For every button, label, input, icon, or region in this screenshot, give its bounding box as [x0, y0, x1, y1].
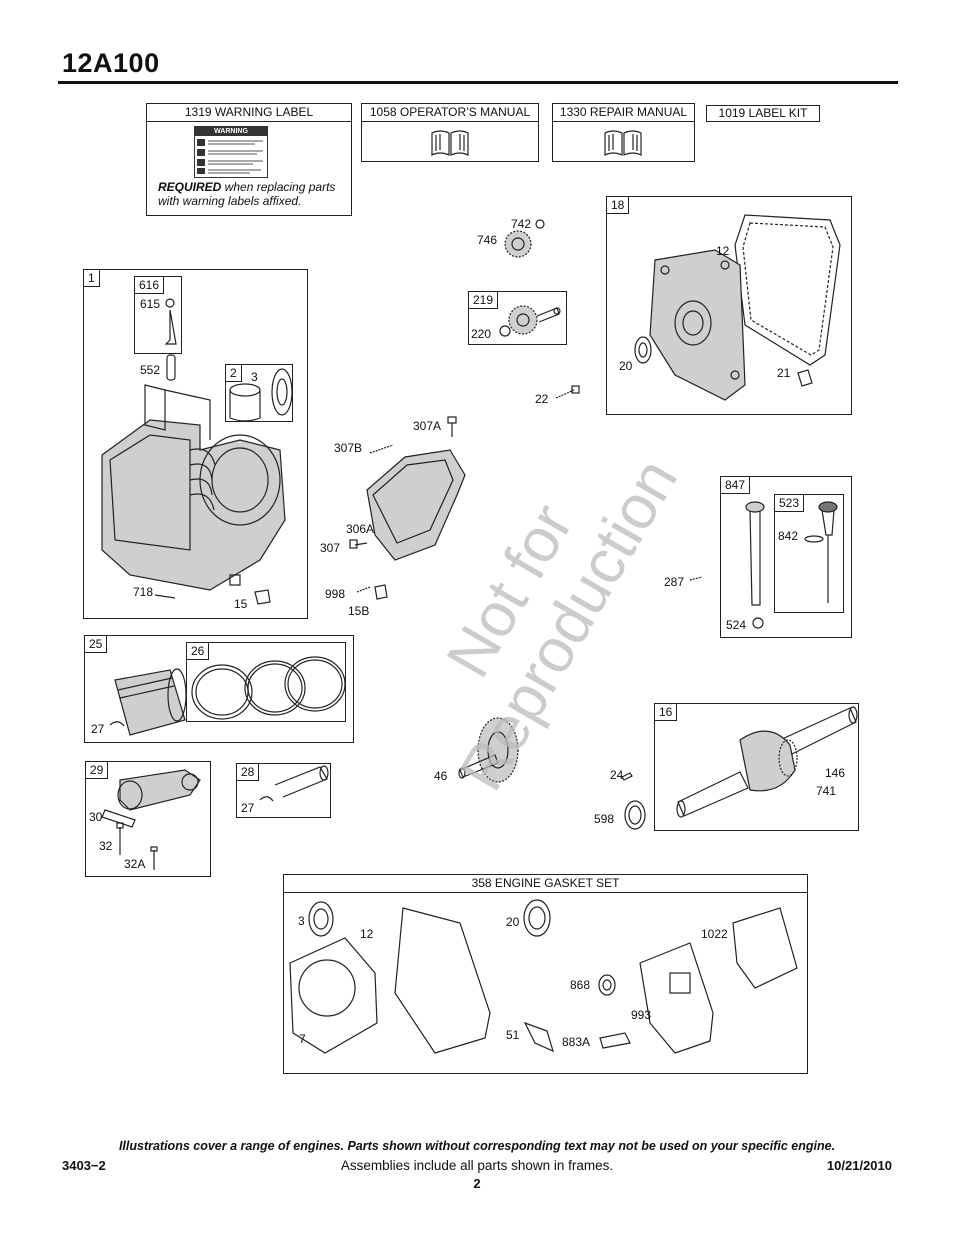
- operators-manual-title: 1058 OPERATOR’S MANUAL: [362, 104, 538, 122]
- frame-tag: 616: [135, 277, 165, 294]
- callout-32: 32: [99, 839, 113, 853]
- screw-22-drawing: [555, 385, 580, 399]
- governor-assembly-drawing: [499, 305, 561, 337]
- callout-21: 21: [777, 366, 791, 380]
- callout-552: 552: [140, 363, 161, 377]
- gasket-callout-20: 20: [506, 915, 520, 929]
- callout-306A: 306A: [346, 522, 375, 536]
- repair-manual-title: 1330 REPAIR MANUAL: [553, 104, 694, 122]
- frame-tag: 18: [607, 197, 630, 214]
- frame-tag: 847: [721, 477, 751, 494]
- warning-label-box: 1319 WARNING LABEL WARNING REQUIRED when…: [146, 103, 352, 216]
- callout-524: 524: [726, 618, 747, 632]
- frame-tag: 25: [85, 636, 108, 653]
- footer-disclaimer: Illustrations cover a range of engines. …: [118, 1139, 836, 1153]
- blower-housing-drawing: [349, 416, 466, 600]
- frame-tag: 2: [226, 365, 242, 382]
- callout-20: 20: [619, 359, 633, 373]
- gasket-set-drawing: [289, 899, 798, 1054]
- operators-manual-box: 1058 OPERATOR’S MANUAL: [361, 103, 539, 162]
- warning-label-icon: WARNING: [194, 126, 268, 178]
- warning-note-bold: REQUIRED: [158, 180, 222, 194]
- page-title: 12A100: [62, 48, 160, 78]
- callout-842: 842: [778, 529, 799, 543]
- frame-16-crankshaft: 16: [654, 703, 859, 831]
- warning-label-heading: WARNING: [195, 127, 267, 136]
- callout-998: 998: [325, 587, 346, 601]
- crankcase-cover-drawing: [634, 214, 841, 401]
- frame-1-cylinder: 1: [83, 269, 308, 619]
- dipstick-drawing: [689, 501, 838, 629]
- frame-tag: 523: [775, 495, 805, 512]
- gasket-callout-993: 993: [631, 1008, 652, 1022]
- frame-25-piston: 25: [84, 635, 354, 743]
- key-seal-drawing: [621, 772, 646, 830]
- callout-220: 220: [471, 327, 492, 341]
- callout-598: 598: [594, 812, 615, 826]
- frame-tag: 26: [187, 643, 210, 660]
- callout-27: 27: [241, 801, 255, 815]
- gasket-set-title: 358 ENGINE GASKET SET: [284, 875, 807, 893]
- frame-523: 523: [774, 494, 844, 613]
- book-icon: [604, 130, 642, 156]
- label-kit-box: 1019 LABEL KIT: [706, 105, 820, 122]
- callout-741: 741: [816, 784, 837, 798]
- gasket-callout-12: 12: [360, 927, 374, 941]
- frame-219: 219: [468, 291, 567, 345]
- callout-307: 307: [320, 541, 341, 555]
- footer-date: 10/21/2010: [826, 1158, 892, 1173]
- frame-tag: 28: [237, 764, 260, 781]
- frame-tag: 219: [469, 292, 499, 309]
- callout-742: 742: [511, 217, 532, 231]
- repair-manual-box: 1330 REPAIR MANUAL: [552, 103, 695, 162]
- callout-146: 146: [825, 766, 846, 780]
- frame-tag: 29: [86, 762, 109, 779]
- callout-615: 615: [140, 297, 161, 311]
- callout-15: 15: [234, 597, 248, 611]
- governor-gear-drawing: [504, 219, 545, 258]
- callout-307A: 307A: [413, 419, 442, 433]
- warning-label-title: 1319 WARNING LABEL: [147, 104, 351, 122]
- warning-note-text: when replacing parts with warning labels…: [158, 180, 336, 208]
- wrist-pin-drawing: [259, 765, 329, 802]
- frame-29-connecting-rod: 29: [85, 761, 211, 877]
- connecting-rod-drawing: [101, 769, 201, 870]
- cylinder-block-drawing: [101, 298, 293, 605]
- page-number: 2: [473, 1176, 481, 1191]
- callout-30: 30: [89, 810, 103, 824]
- callout-12: 12: [716, 244, 730, 258]
- gasket-callout-1022: 1022: [701, 927, 728, 941]
- footer-doc-number: 3403−2: [62, 1158, 106, 1173]
- piston-drawing: [109, 656, 346, 736]
- callout-307B: 307B: [334, 441, 363, 455]
- camshaft-gear-drawing: [458, 717, 519, 783]
- warning-label-note: REQUIRED when replacing parts with warni…: [158, 180, 348, 208]
- callout-32A: 32A: [124, 857, 146, 871]
- gasket-callout-3: 3: [298, 914, 305, 928]
- frame-tag: 1: [84, 270, 100, 287]
- callout-24: 24: [610, 768, 624, 782]
- callout-3: 3: [251, 370, 258, 384]
- callout-15B: 15B: [348, 604, 370, 618]
- frame-18-crankcase-cover: 18: [606, 196, 852, 415]
- callout-287: 287: [664, 575, 685, 589]
- engine-gasket-set-box: 358 ENGINE GASKET SET: [283, 874, 808, 1074]
- frame-847-dipstick: 847: [720, 476, 852, 638]
- callout-22: 22: [535, 392, 549, 406]
- footer-assemblies-note: Assemblies include all parts shown in fr…: [340, 1158, 614, 1173]
- crankshaft-drawing: [676, 706, 858, 818]
- gasket-callout-51: 51: [506, 1028, 520, 1042]
- callout-46: 46: [434, 769, 448, 783]
- frame-616: 616: [134, 276, 182, 354]
- frame-tag: 16: [655, 704, 678, 721]
- header-rule: [58, 81, 898, 84]
- gasket-callout-883A: 883A: [562, 1035, 591, 1049]
- callout-746: 746: [477, 233, 498, 247]
- callout-27: 27: [91, 722, 105, 736]
- book-icon: [431, 130, 469, 156]
- frame-28-wrist-pin: 28: [236, 763, 331, 818]
- gasket-callout-868: 868: [570, 978, 591, 992]
- gasket-callout-7: 7: [299, 1032, 306, 1046]
- callout-718: 718: [133, 585, 154, 599]
